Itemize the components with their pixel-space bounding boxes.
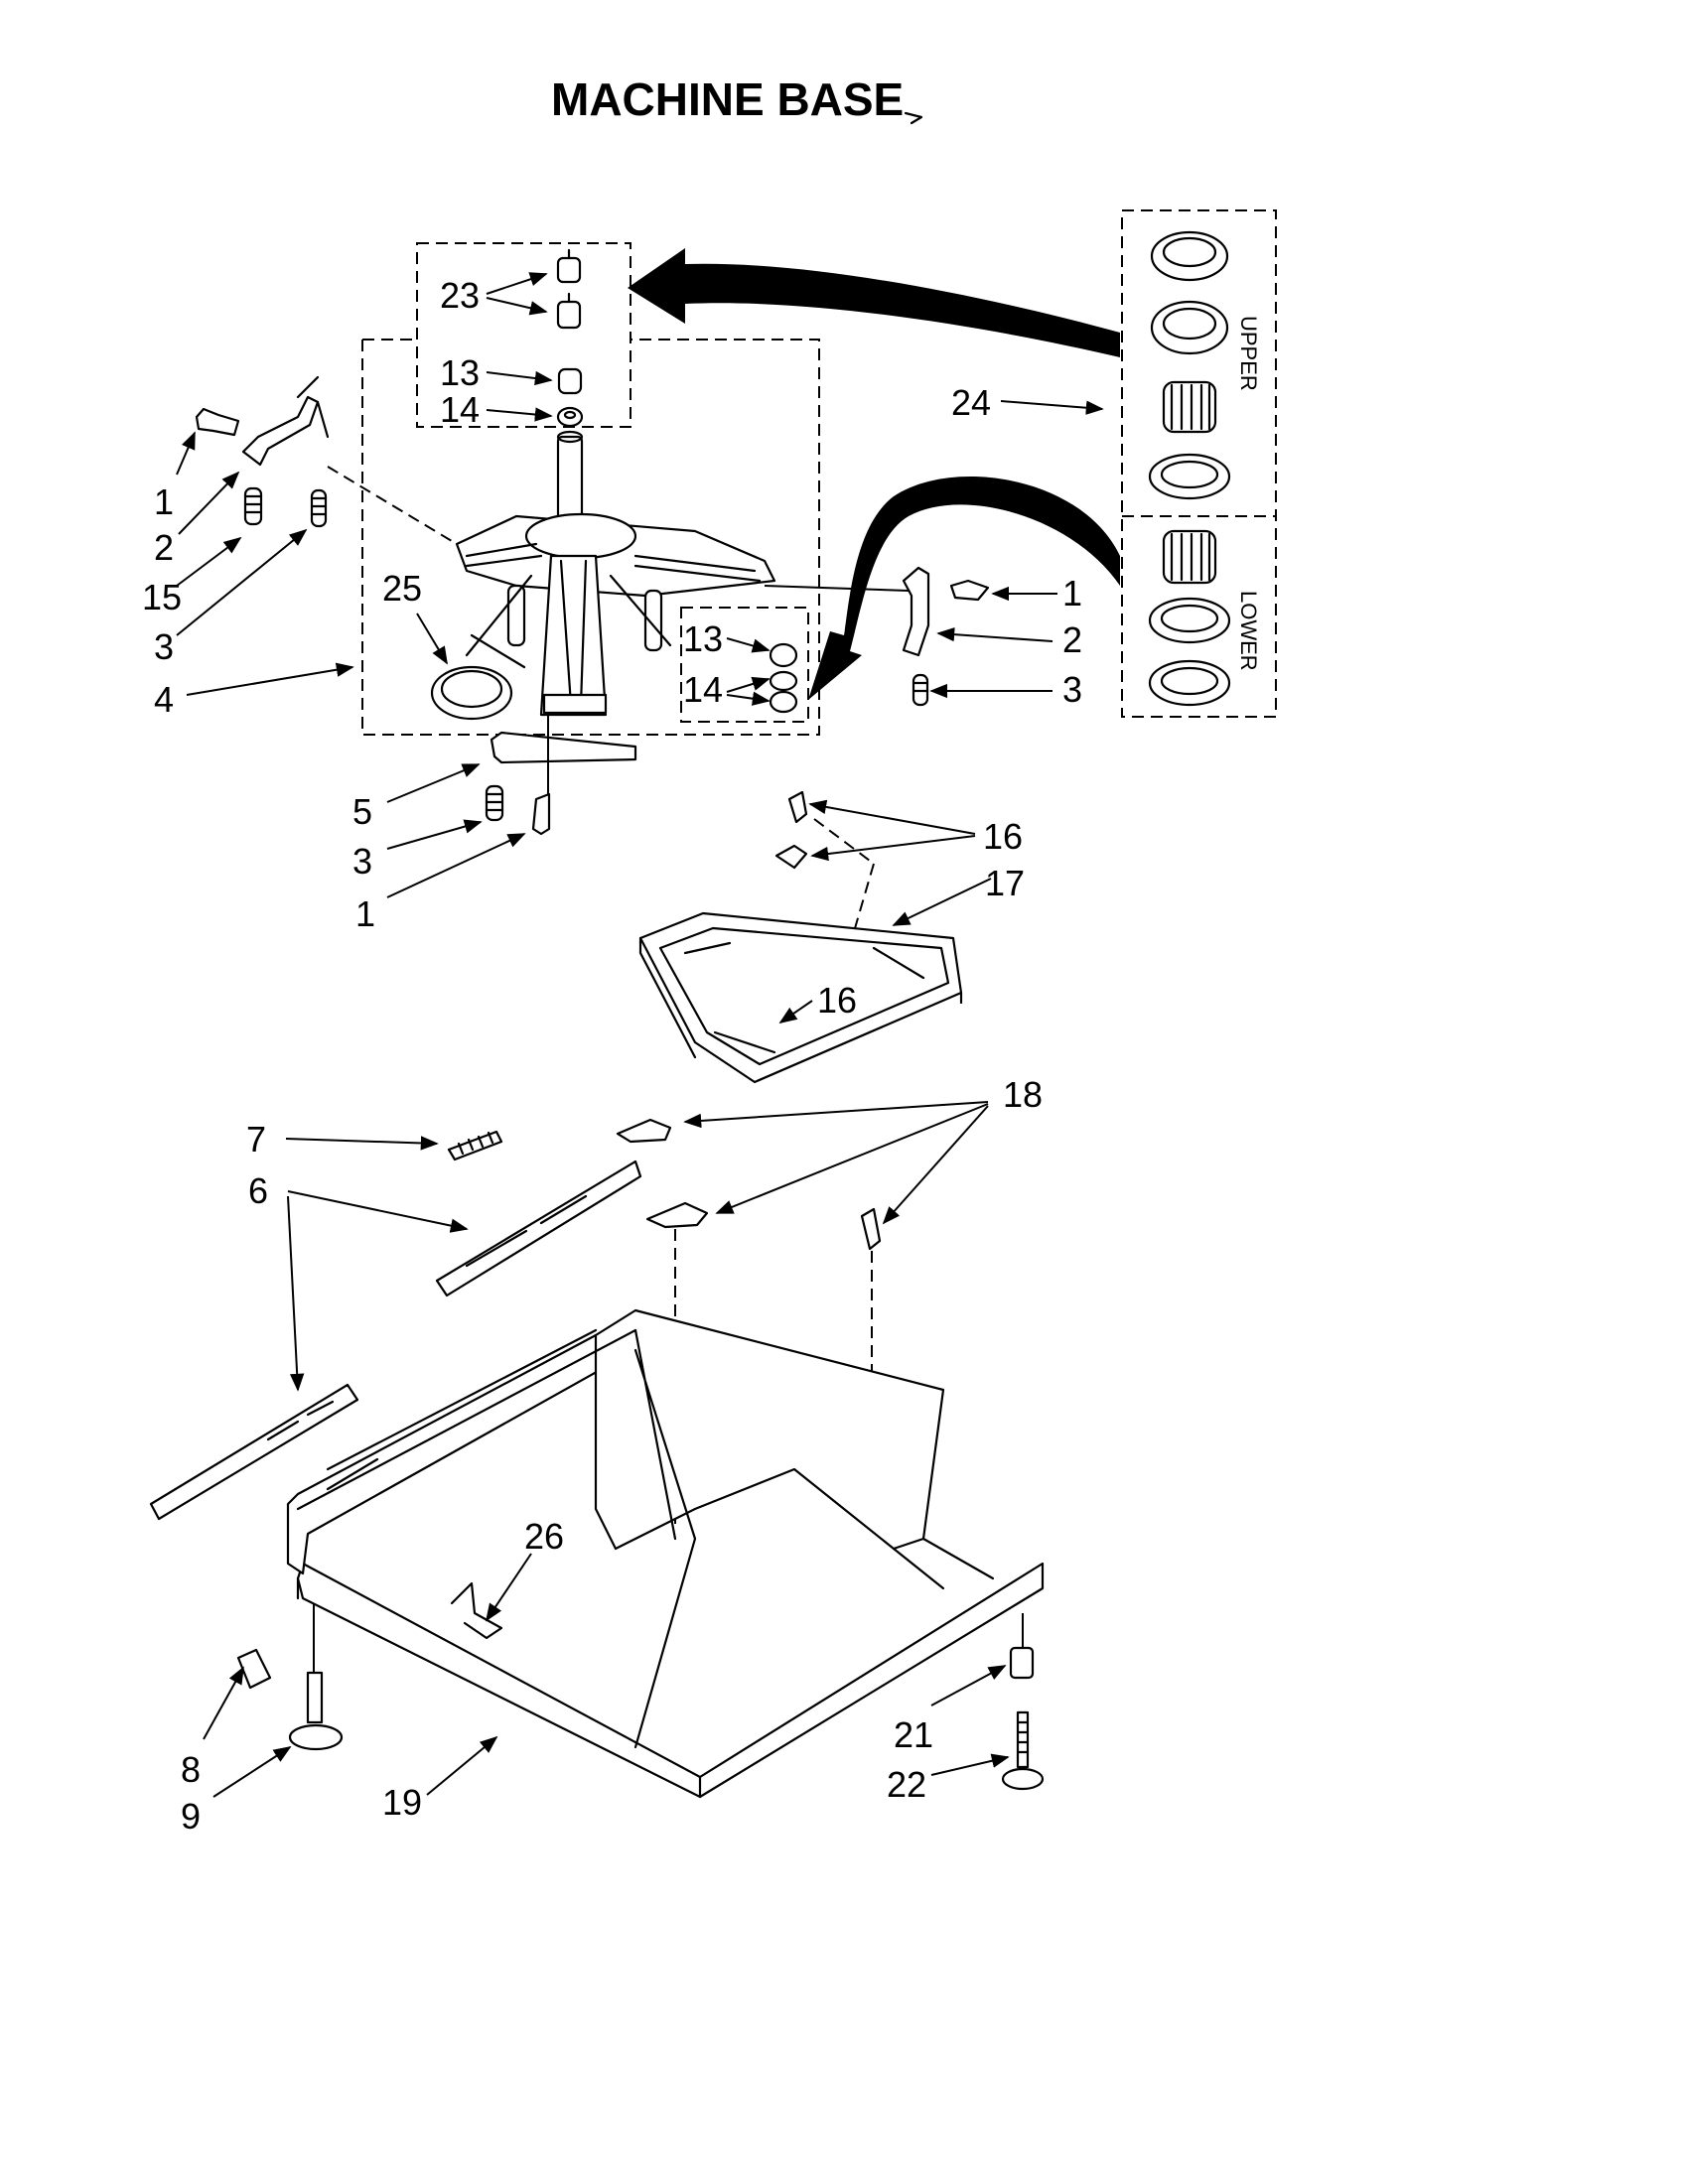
lower-hardware [485,715,637,836]
suspension-box [361,339,820,736]
part-21-spacer [1009,1613,1035,1680]
callout-22: 22 [887,1764,926,1805]
title-mark [904,111,923,125]
kit-lower-parts [1148,529,1231,707]
page-title: MACHINE BASE [551,73,904,125]
callout-14-upper: 14 [440,389,480,430]
part-19-base-frame [286,1308,1045,1799]
callout-25: 25 [382,568,422,609]
part-7-spring [447,1130,503,1161]
callout-14-right: 14 [683,669,723,710]
callout-16-top: 16 [983,816,1023,857]
callout-23: 23 [440,275,480,316]
right-hardware [764,566,990,707]
left-hardware [195,375,458,545]
kit-upper-label: UPPER [1236,316,1261,391]
right-inset-box [680,607,809,723]
upper-kit-arrow [628,248,1120,357]
part-22-leveling-foot [1001,1710,1045,1791]
callout-16-frame: 16 [817,980,857,1021]
part-13-bushing [557,367,583,395]
callout-9: 9 [181,1796,201,1837]
callout-2-left: 2 [154,527,174,568]
callout-3-left: 3 [154,626,174,667]
part-6-brackets [149,1160,642,1521]
callout-1-left: 1 [154,481,174,522]
callout-15: 15 [142,577,182,617]
part-25-ring [430,633,526,721]
kit-box [1121,209,1277,718]
upper-inset-box [416,242,632,428]
callout-1-right: 1 [1062,573,1082,614]
kit-upper-parts [1148,230,1231,500]
kit-lower-label: LOWER [1236,591,1261,671]
callout-13-right: 13 [683,618,723,659]
callout-21: 21 [894,1714,933,1755]
part-23-bushings [556,248,582,330]
part-9-foot [288,1603,344,1751]
callout-7: 7 [246,1119,266,1160]
callout-17: 17 [985,863,1025,903]
part-17-frame [638,911,963,1084]
callout-26: 26 [524,1516,564,1557]
callout-3-right: 3 [1062,669,1082,710]
part-4-suspension-base [455,430,776,717]
leader-arrows [176,272,1104,1798]
callout-2-right: 2 [1062,619,1082,660]
callout-18: 18 [1003,1074,1043,1115]
callout-19: 19 [382,1782,422,1823]
callout-8: 8 [181,1749,201,1790]
lower-kit-arrow [808,477,1120,700]
part-8-pin [236,1648,272,1690]
callout-1-lower: 1 [355,893,375,934]
callout-24: 24 [951,382,991,423]
callout-13-upper: 13 [440,352,480,393]
callout-3-lower: 3 [352,841,372,882]
callout-5: 5 [352,791,372,832]
callout-6: 6 [248,1170,268,1211]
part-14-washer [556,406,584,428]
callout-4: 4 [154,679,174,720]
right-inset-parts [769,642,798,714]
